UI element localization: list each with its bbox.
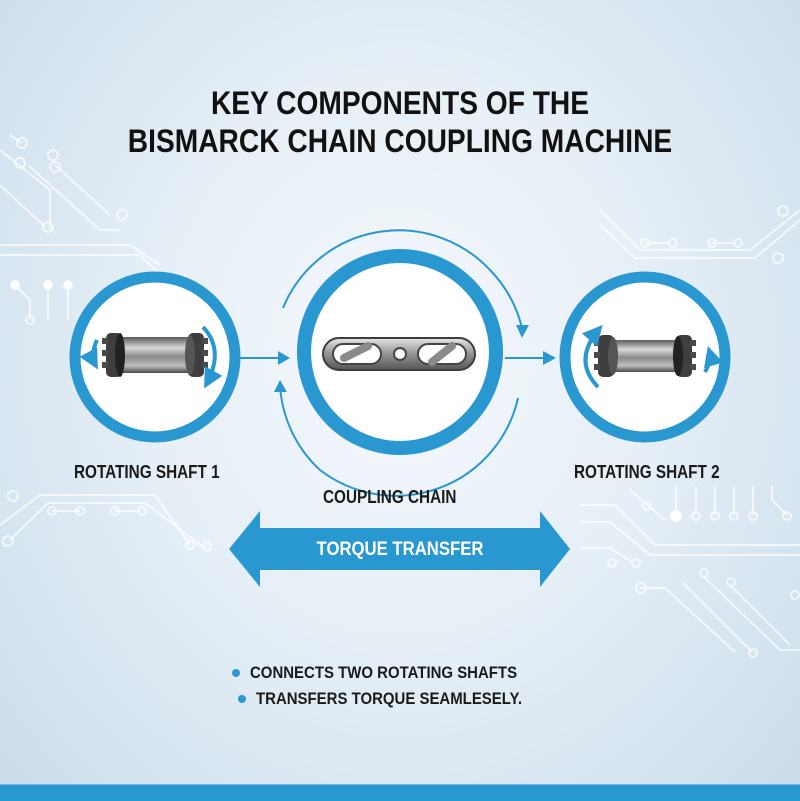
coupling-chain-node bbox=[274, 229, 529, 497]
page-title-line-1: KEY COMPONENTS OF THE bbox=[210, 85, 590, 121]
footer-accent-bar bbox=[0, 784, 800, 801]
page-title-line-2: BISMARCK CHAIN COUPLING MACHINE bbox=[127, 123, 673, 159]
flow-arrow-right bbox=[505, 351, 556, 365]
bullet-item: CONNECTS TWO ROTATING SHAFTS bbox=[232, 660, 558, 686]
rotating-shaft-2-node bbox=[559, 271, 731, 443]
torque-transfer-label: TORQUE TRANSFER bbox=[316, 539, 484, 560]
rotating-shaft-icon bbox=[594, 335, 696, 377]
bullet-dot-icon bbox=[238, 695, 246, 703]
rotating-shaft-1-node bbox=[69, 271, 241, 443]
rotating-shaft-icon bbox=[102, 333, 208, 377]
feature-bullet-list: CONNECTS TWO ROTATING SHAFTS TRANSFERS T… bbox=[232, 660, 558, 712]
rotating-shaft-2-label: ROTATING SHAFT 2 bbox=[574, 462, 720, 482]
rotation-arrows-icon bbox=[79, 325, 223, 389]
rotating-shaft-1-label: ROTATING SHAFT 1 bbox=[74, 462, 220, 482]
bullet-dot-icon bbox=[232, 669, 240, 677]
double-headed-arrow-icon bbox=[229, 511, 570, 587]
chain-link-icon bbox=[322, 337, 476, 371]
rotation-arcs-icon bbox=[279, 229, 523, 497]
flow-arrow-left bbox=[240, 351, 290, 365]
rotation-arrows-icon bbox=[581, 324, 724, 389]
bullet-item: TRANSFERS TORQUE SEAMLESELY. bbox=[238, 686, 558, 712]
coupling-chain-label: COUPLING CHAIN bbox=[323, 487, 457, 507]
